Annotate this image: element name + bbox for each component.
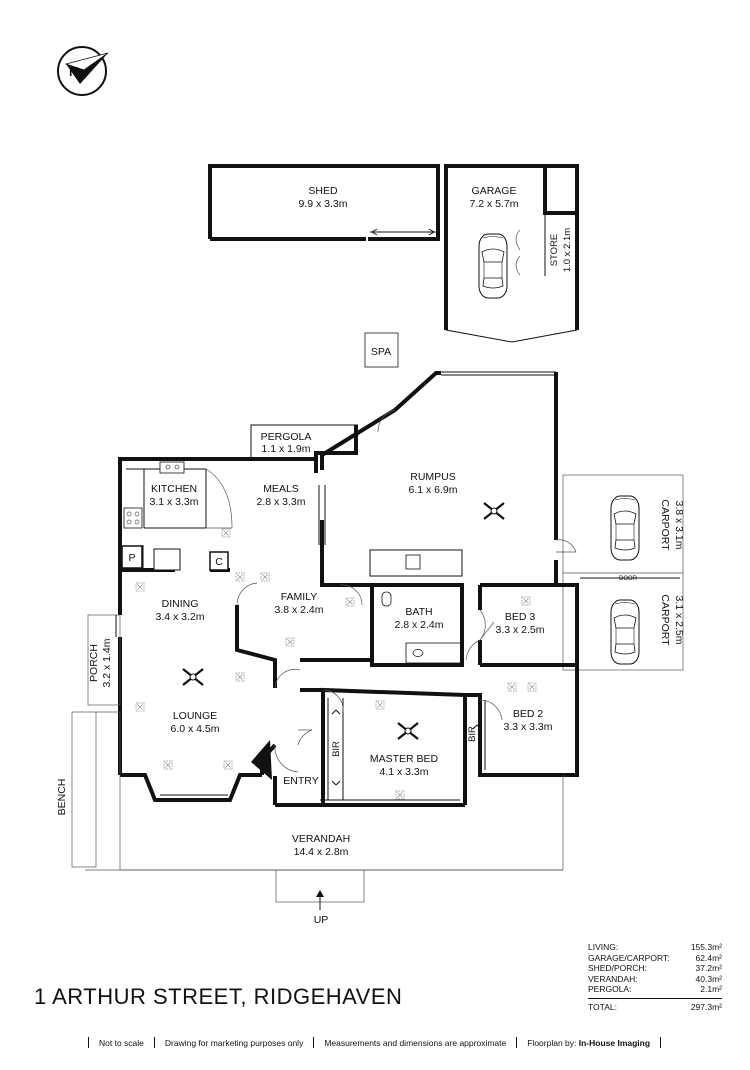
- shed-name: SHED: [308, 185, 338, 197]
- footer-divider: [88, 1037, 89, 1048]
- area-label: PERGOLA:: [588, 984, 632, 994]
- porch-dims: 3.2 x 1.4m: [101, 638, 113, 687]
- garage-dims: 7.2 x 5.7m: [469, 198, 518, 210]
- store-name: STORE: [549, 234, 560, 267]
- ceiling-lights: [135, 528, 537, 800]
- approx-text: Measurements and dimensions are approxim…: [324, 1037, 507, 1048]
- carports: [562, 474, 684, 671]
- cupboard-label: C: [215, 556, 223, 568]
- property-address: 1 ARTHUR STREET, RIDGEHAVEN: [34, 984, 403, 1009]
- footer-disclaimer: Not to scale Drawing for marketing purpo…: [78, 1037, 671, 1048]
- spa-name: SPA: [371, 346, 391, 358]
- bed2-dims: 3.3 x 3.3m: [503, 721, 552, 733]
- area-value: 37.2m²: [695, 963, 722, 973]
- area-row-living: LIVING: 155.3m²: [588, 942, 722, 953]
- credit-name: In-House Imaging: [578, 1037, 651, 1048]
- verandah-dims: 14.4 x 2.8m: [294, 846, 349, 858]
- bed3-dims: 3.3 x 2.5m: [495, 624, 544, 636]
- bath-dims: 2.8 x 2.4m: [394, 619, 443, 631]
- area-value: 62.4m²: [695, 952, 722, 963]
- not-to-scale-text: Not to scale: [99, 1037, 144, 1048]
- dining-name: DINING: [162, 598, 199, 610]
- lounge-name: LOUNGE: [173, 710, 217, 722]
- carport2-name: CARPORT: [659, 594, 671, 646]
- footer-divider: [153, 1037, 155, 1048]
- bir2-name: BIR: [467, 726, 478, 742]
- north-arrow-icon: N: [57, 46, 109, 96]
- carport1-name: CARPORT: [659, 499, 671, 551]
- total-value: 297.3m²: [690, 1001, 722, 1012]
- area-label: LIVING:: [588, 942, 619, 952]
- master-bed-dims: 4.1 x 3.3m: [379, 766, 428, 778]
- area-row-pergola: PERGOLA: 2.1m²: [588, 984, 722, 995]
- house-walls: [71, 371, 579, 910]
- shed: [208, 164, 440, 241]
- pantry-label: P: [128, 552, 135, 564]
- carport1-dims: 3.8 x 3.1m: [673, 500, 685, 549]
- kitchen-name: KITCHEN: [151, 483, 197, 495]
- area-label: SHED/PORCH:: [588, 963, 648, 973]
- up-label: UP: [314, 914, 329, 926]
- rumpus-dims: 6.1 x 6.9m: [408, 484, 457, 496]
- verandah-name: VERANDAH: [292, 833, 350, 845]
- bir1-name: BIR: [331, 741, 342, 757]
- spa: [364, 332, 399, 368]
- footer-divider: [516, 1037, 518, 1048]
- store-dims: 1.0 x 2.1m: [562, 228, 573, 272]
- compass-label: N: [69, 64, 78, 79]
- rumpus-name: RUMPUS: [410, 471, 456, 483]
- bath-name: BATH: [405, 606, 432, 618]
- meals-name: MEALS: [263, 483, 299, 495]
- area-label: GARAGE/CARPORT:: [588, 952, 670, 963]
- meals-dims: 2.8 x 3.3m: [256, 496, 305, 508]
- area-value: 155.3m²: [690, 942, 722, 952]
- family-dims: 3.8 x 2.4m: [274, 604, 323, 616]
- area-row-verandah: VERANDAH: 40.3m²: [588, 974, 722, 985]
- garage: [444, 164, 579, 343]
- footer-divider: [313, 1037, 315, 1048]
- dining-dims: 3.4 x 3.2m: [155, 611, 204, 623]
- carport2-dims: 3.1 x 2.5m: [673, 595, 685, 644]
- kitchen-dims: 3.1 x 3.3m: [149, 496, 198, 508]
- area-value: 2.1m²: [700, 984, 722, 994]
- area-value: 40.3m²: [695, 973, 722, 984]
- lounge-dims: 6.0 x 4.5m: [170, 723, 219, 735]
- area-row-shed: SHED/PORCH: 37.2m²: [588, 963, 722, 974]
- bench-name: BENCH: [56, 779, 68, 816]
- marketing-text: Drawing for marketing purposes only: [164, 1037, 304, 1048]
- master-bed-name: MASTER BED: [370, 753, 439, 765]
- pergola-name: PERGOLA: [261, 431, 312, 443]
- bed3-name: BED 3: [505, 611, 536, 623]
- door-name: DOOR: [619, 576, 638, 582]
- family-name: FAMILY: [281, 591, 318, 603]
- footer-divider: [660, 1037, 662, 1048]
- credit-prefix: Floorplan by:: [527, 1037, 577, 1048]
- entry-name: ENTRY: [283, 775, 318, 787]
- pergola-dims: 1.1 x 1.9m: [261, 443, 310, 455]
- area-row-garage: GARAGE/CARPORT: 62.4m²: [588, 953, 722, 964]
- area-summary: LIVING: 155.3m² GARAGE/CARPORT: 62.4m² SHE…: [588, 942, 722, 1012]
- shed-dims: 9.9 x 3.3m: [298, 198, 347, 210]
- area-label: VERANDAH:: [588, 973, 638, 984]
- porch-name: PORCH: [88, 644, 100, 682]
- garage-name: GARAGE: [472, 185, 517, 197]
- room-labels: SHED 9.9 x 3.3m GARAGE 7.2 x 5.7m STORE …: [56, 185, 685, 926]
- bed2-name: BED 2: [513, 708, 544, 720]
- area-row-total: TOTAL: 297.3m²: [588, 997, 722, 1013]
- total-label: TOTAL:: [588, 1001, 617, 1012]
